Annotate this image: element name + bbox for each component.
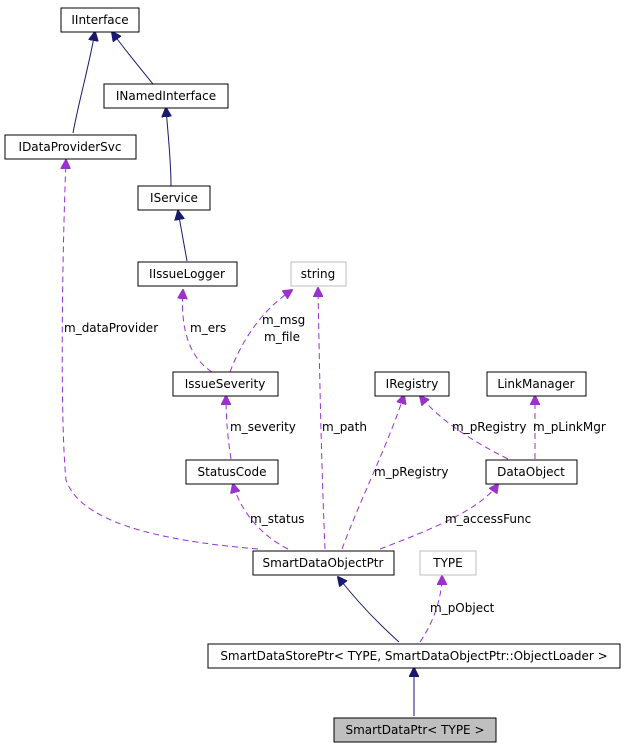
edge-m_pregistry-dataobject [420,396,509,460]
edge-m_msg-m_file [229,290,292,373]
node-iservice-label: IService [150,191,198,205]
label-m_severity: m_severity [230,420,296,434]
edge-m_severity [226,396,232,460]
label-m_pregistry-iregistry: m_pRegistry [374,465,448,479]
node-inamedinterface[interactable]: INamedInterface [103,83,229,109]
label-m_ers: m_ers [190,321,226,335]
node-issueseverity[interactable]: IssueSeverity [172,371,279,397]
edge-m_ers [182,290,213,373]
node-inamedinterface-label: INamedInterface [116,89,216,103]
label-m_msg: m_msg [262,313,305,327]
edge-m_path [318,288,326,550]
node-smartdataobjectptr[interactable]: SmartDataObjectPtr [252,550,395,576]
label-m_file: m_file [264,330,300,344]
node-linkmanager-label: LinkManager [497,377,574,391]
node-idataprovidersvc-label: IDataProviderSvc [19,140,122,154]
edge-m_dataprovider [62,160,259,550]
label-m_pobject: m_pObject [430,601,495,615]
label-m_dataprovider: m_dataProvider [64,321,158,335]
node-issueseverity-label: IssueSeverity [185,377,266,391]
edge-inamedinterface-to-iinterface [112,32,154,85]
node-iinterface-label: IInterface [71,13,128,27]
usage-edges [62,160,535,643]
node-smartdataptr[interactable]: SmartDataPtr< TYPE > [333,717,497,743]
node-type[interactable]: TYPE [419,550,477,576]
edge-iservice-to-inamedinterface [166,108,171,187]
edge-m_pobject [419,576,442,643]
edge-iissuelogger-to-iservice [178,211,188,262]
node-smartdataptr-label: SmartDataPtr< TYPE > [345,723,484,737]
edge-m_pregistry-iregistry [341,395,404,550]
node-statuscode-label: StatusCode [198,465,267,479]
edge-m_accessfunc [379,484,498,550]
node-iservice[interactable]: IService [137,185,211,211]
node-iinterface[interactable]: IInterface [60,7,140,33]
node-smartdatastoreptr[interactable]: SmartDataStorePtr< TYPE, SmartDataObject… [207,643,621,669]
edge-idataprovidersvc-to-iinterface [72,32,95,134]
node-smartdatastoreptr-label: SmartDataStorePtr< TYPE, SmartDataObject… [220,649,607,663]
edge-smartdatastoreptr-to-smartdataobjectptr [338,577,400,643]
node-linkmanager[interactable]: LinkManager [486,371,587,397]
node-string[interactable]: string [290,261,347,287]
node-iregistry-label: IRegistry [386,377,439,391]
node-iissuelogger-label: IIssueLogger [149,267,225,281]
label-m_path: m_path [322,420,367,434]
node-dataobject[interactable]: DataObject [485,459,578,485]
edge-labels: m_dataProvider m_ers m_msg m_file m_seve… [64,313,606,615]
label-m_status: m_status [250,512,305,526]
node-iregistry[interactable]: IRegistry [374,371,450,397]
label-m_pregistry-dataobject: m_pRegistry [452,420,526,434]
node-idataprovidersvc[interactable]: IDataProviderSvc [4,134,137,160]
node-iissuelogger[interactable]: IIssueLogger [137,261,238,287]
node-dataobject-label: DataObject [497,465,565,479]
node-statuscode[interactable]: StatusCode [185,459,279,485]
node-string-label: string [301,267,335,281]
label-m_plinkmgr: m_pLinkMgr [533,420,606,434]
node-type-label: TYPE [432,556,462,570]
edge-m_status [233,484,289,550]
inheritance-edges [72,32,414,716]
label-m_accessfunc: m_accessFunc [445,512,531,526]
node-smartdataobjectptr-label: SmartDataObjectPtr [263,556,384,570]
